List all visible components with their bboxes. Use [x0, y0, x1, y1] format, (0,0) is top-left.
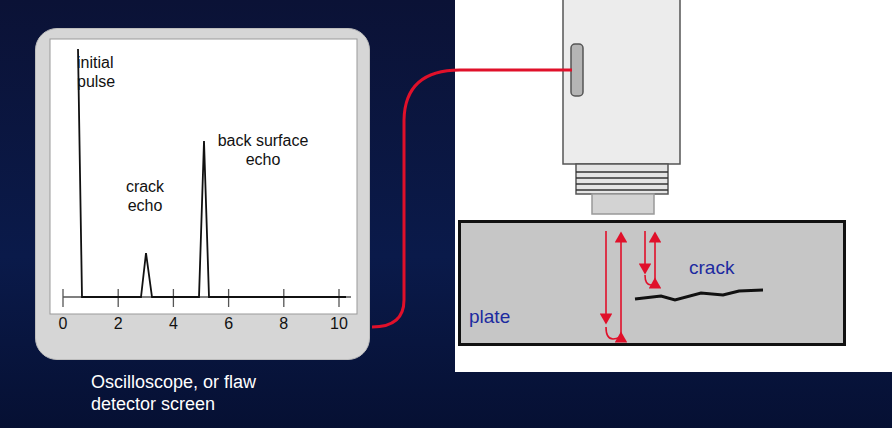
axis-tick: 10	[330, 314, 348, 333]
signal-label: crack echo	[112, 177, 178, 215]
part-name: plate	[469, 306, 529, 329]
axis-tick: 6	[224, 314, 233, 333]
transducer	[563, 0, 680, 214]
wave-arrow	[654, 233, 656, 279]
crack-line	[635, 290, 763, 300]
plate-body: plate crack	[458, 220, 846, 346]
screen-panel: Oscilloscope, or flaw detector screenini…	[35, 28, 370, 360]
axis-tick: 4	[169, 314, 178, 333]
wave-arrow	[605, 231, 607, 323]
axis-tick: 8	[279, 314, 288, 333]
signal-label: back surface echo	[204, 131, 322, 169]
axis-tick: 2	[114, 314, 123, 333]
wave-arrow	[606, 327, 621, 339]
plate-art	[461, 223, 843, 343]
wave-arrow	[620, 233, 622, 335]
part-name: crack	[689, 257, 734, 280]
signal-trace	[78, 49, 346, 297]
axis-tick: 0	[59, 314, 68, 333]
panel-caption: Oscilloscope, or flaw detector screen	[91, 372, 306, 415]
wave-arrow	[644, 231, 646, 273]
signal-label: initial pulse	[77, 53, 137, 91]
wave-arrow	[645, 275, 655, 285]
